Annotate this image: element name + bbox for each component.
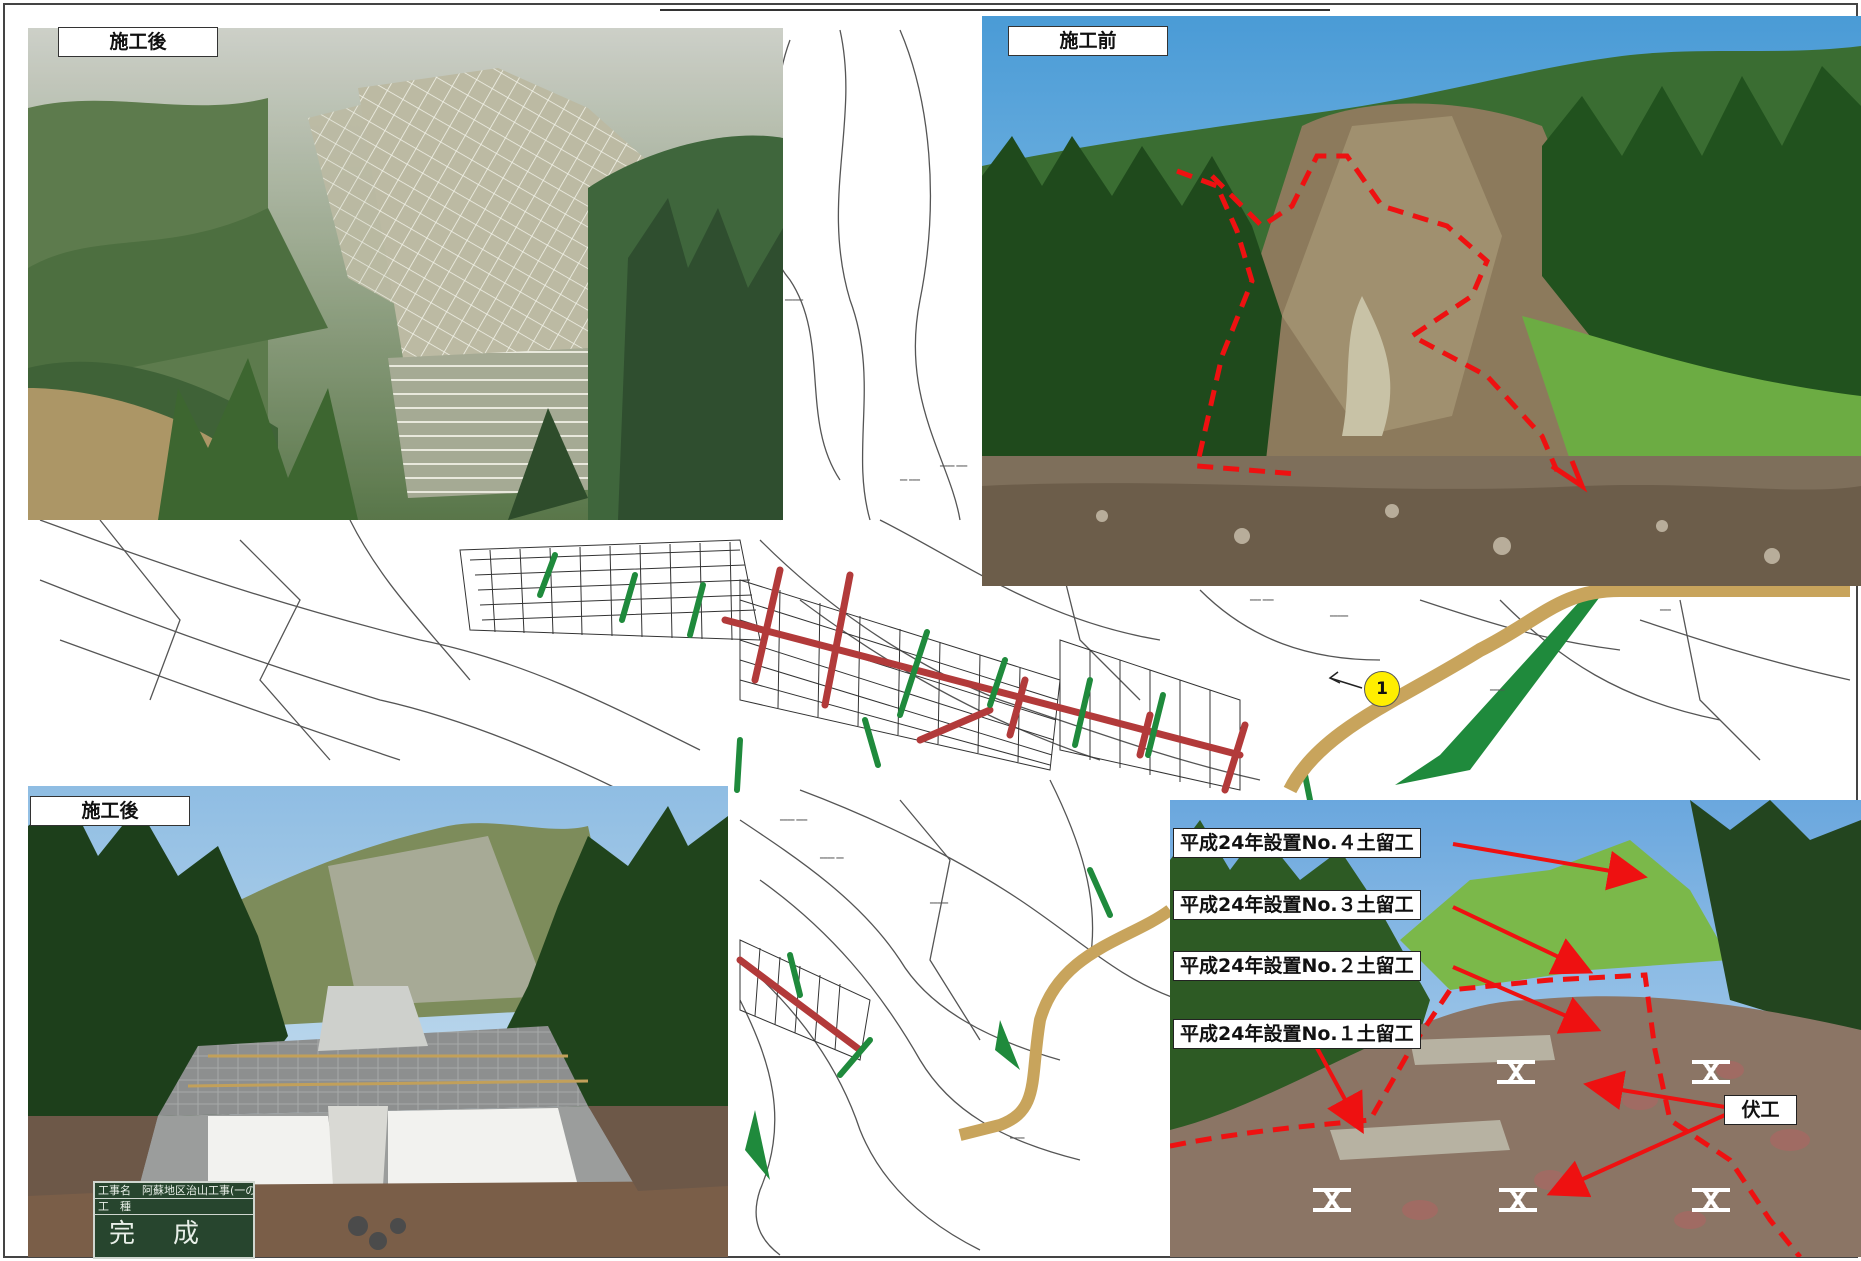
signboard-project-row: 工事名 阿蘇地区治山工事(一の川) [95, 1183, 253, 1199]
road-top [1283, 583, 1850, 794]
marker-1: 1 [1364, 671, 1400, 707]
callout-no3-retaining: 平成24年設置No.３土留工 [1173, 890, 1421, 920]
svg-text:━━ ━━━: ━━ ━━━ [899, 477, 920, 484]
callout-no4-retaining: 平成24年設置No.４土留工 [1173, 828, 1421, 858]
svg-text:━━━━━: ━━━━━ [784, 297, 803, 304]
map-annotations: ━━━━━ ━━━━ ━━━ ━━ ━━━ ━━━ ━━━ ━━━━━ ━━━━… [779, 297, 1671, 1142]
callout-fuko: 伏工 [1724, 1095, 1797, 1125]
label-after-top: 施工後 [58, 27, 218, 57]
rocks [1096, 504, 1780, 564]
label-before: 施工前 [1008, 26, 1168, 56]
fuko-mark-4 [1499, 1188, 1537, 1212]
fuko-mark-2 [1692, 1060, 1730, 1084]
green-structures [537, 552, 1313, 1078]
svg-text:━━━━━: ━━━━━ [1329, 613, 1348, 620]
green-slope-area [1395, 590, 1605, 785]
svg-text:━━━━: ━━━━ [1009, 1135, 1025, 1142]
fuko-mark-5 [1692, 1188, 1730, 1212]
signboard-complete: 完 成 [109, 1219, 206, 1249]
svg-text:━━━: ━━━ [1659, 607, 1671, 614]
label-after-bottom: 施工後 [30, 796, 190, 826]
svg-text:━━━━ ━━: ━━━━ ━━ [819, 855, 844, 862]
photo-after-top [28, 28, 783, 520]
fuko-mark-3 [1313, 1188, 1351, 1212]
svg-text:━━━━ ━━━: ━━━━ ━━━ [939, 463, 968, 470]
svg-text:━━━━: ━━━━ [1489, 687, 1505, 694]
road-bottom [958, 905, 1174, 1141]
svg-text:━━━━ ━━━: ━━━━ ━━━ [779, 817, 808, 824]
fuko-mark-1 [1497, 1060, 1535, 1084]
construction-signboard: 工事名 阿蘇地区治山工事(一の川) 工 種 完 成 [93, 1181, 255, 1259]
svg-text:━━━━━: ━━━━━ [929, 900, 948, 907]
photo-before [982, 16, 1861, 586]
callout-no2-retaining: 平成24年設置No.２土留工 [1173, 951, 1421, 981]
signboard-type-row: 工 種 [95, 1199, 253, 1215]
svg-text:━━━ ━━━: ━━━ ━━━ [1249, 597, 1274, 604]
callout-no1-retaining: 平成24年設置No.１土留工 [1173, 1019, 1421, 1049]
